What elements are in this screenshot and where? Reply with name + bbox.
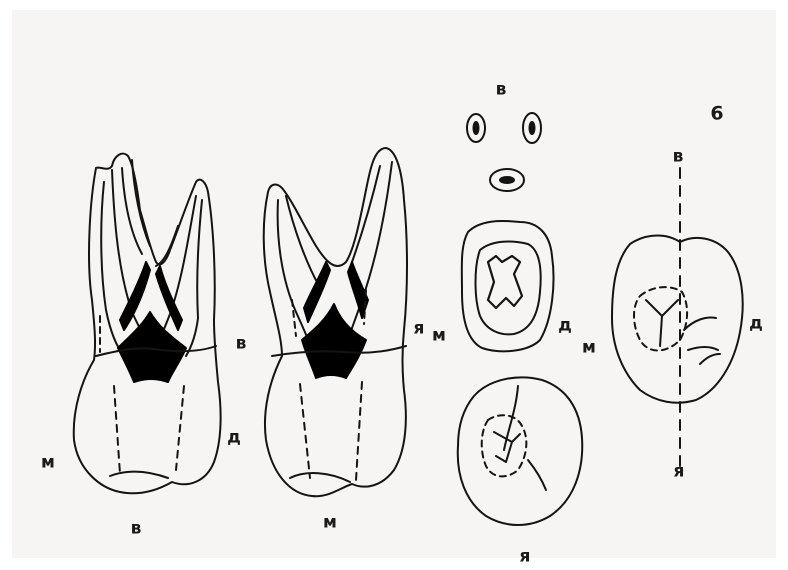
tooth-buccal-section-icon — [74, 154, 221, 494]
sections-top-label: в — [496, 82, 507, 99]
occlusal-bottom-label: я — [674, 464, 685, 481]
view1-left-label: м — [41, 455, 55, 472]
occlusal-right-label: д — [749, 316, 763, 333]
panel-number-label: 6 — [710, 105, 723, 124]
occlusal-left-label: м — [582, 340, 596, 357]
view1-right-bottom-label: д — [227, 430, 241, 447]
tooth-figure — [12, 10, 776, 558]
view2-bottom-label: м — [323, 515, 337, 532]
view2-right-label: я — [414, 321, 425, 338]
view1-bottom-label: в — [131, 521, 142, 538]
root-cross-section-icon — [462, 113, 554, 351]
view1-right-top-label: в — [236, 336, 247, 353]
tooth-mesial-section-icon — [264, 148, 407, 496]
sections-right-label: д — [558, 318, 572, 335]
crown-bottom-label: я — [520, 549, 531, 566]
figure-sheet: 6 в м в д м я в м д я в м д я — [12, 10, 776, 558]
sections-left-label: м — [432, 328, 446, 345]
occlusal-top-label: в — [673, 149, 684, 166]
